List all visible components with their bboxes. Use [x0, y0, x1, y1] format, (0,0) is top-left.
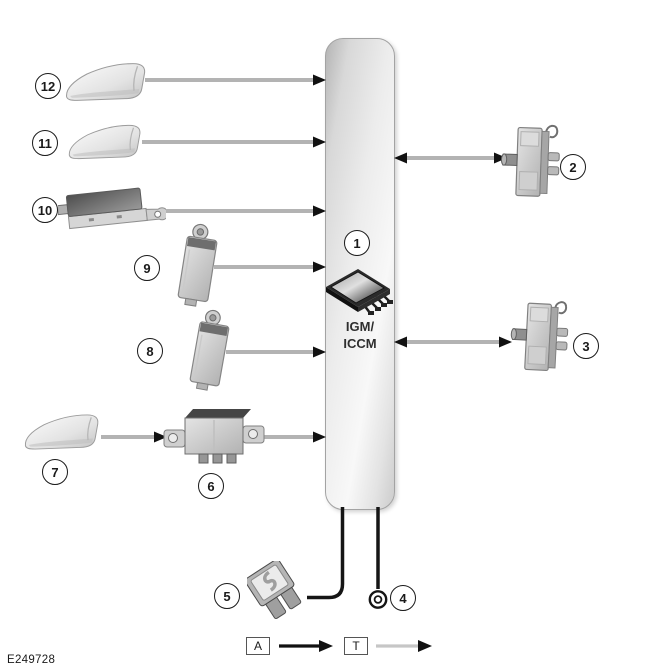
gray-arrow-lines	[101, 78, 502, 439]
wires	[307, 507, 380, 600]
shark-fin-antenna-icon	[24, 414, 99, 450]
legend-box-a: A	[246, 637, 270, 655]
callout-11: 11	[32, 130, 58, 156]
callout-10: 10	[32, 197, 58, 223]
amplifier-module-icon	[163, 409, 265, 464]
connector-module-icon	[501, 123, 562, 198]
shark-fin-antenna-icon	[65, 62, 146, 102]
module-label-line1: IGM/	[345, 319, 375, 334]
legend-arrows	[279, 640, 432, 652]
arrowheads	[154, 74, 512, 443]
fuse-icon	[247, 561, 302, 620]
module-label-line2: ICCM	[343, 336, 377, 351]
figure-id: E249728	[7, 654, 56, 666]
legend-box-t: T	[344, 637, 368, 655]
small-module-icon	[188, 309, 233, 393]
callout-1: 1	[344, 230, 370, 256]
chip-pin-feet	[368, 300, 393, 315]
antenna-amplifier-bracket-icon	[58, 187, 166, 230]
ring-terminal-icon	[368, 590, 388, 609]
connector-module-icon	[509, 298, 571, 373]
module-label: IGM/ ICCM	[325, 318, 395, 352]
callout-7: 7	[42, 459, 68, 485]
callout-12: 12	[35, 73, 61, 99]
callout-6: 6	[198, 473, 224, 499]
callout-2: 2	[560, 154, 586, 180]
shark-fin-antenna-icon	[68, 124, 141, 160]
callout-4: 4	[390, 585, 416, 611]
callout-9: 9	[134, 255, 160, 281]
callout-8: 8	[137, 338, 163, 364]
integrated-circuit-chip-icon	[326, 269, 393, 315]
small-module-icon	[176, 223, 221, 309]
callout-5: 5	[214, 583, 240, 609]
callout-3: 3	[573, 333, 599, 359]
